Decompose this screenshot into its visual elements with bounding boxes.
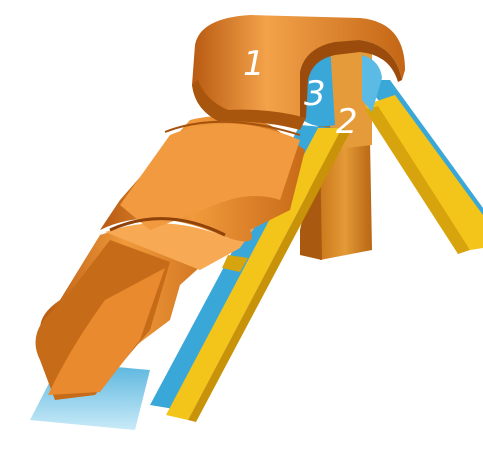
callout-3: 3 (304, 74, 326, 114)
callout-1: 1 (243, 44, 265, 84)
callout-2: 2 (336, 102, 358, 142)
right-roof-slope (362, 80, 483, 254)
